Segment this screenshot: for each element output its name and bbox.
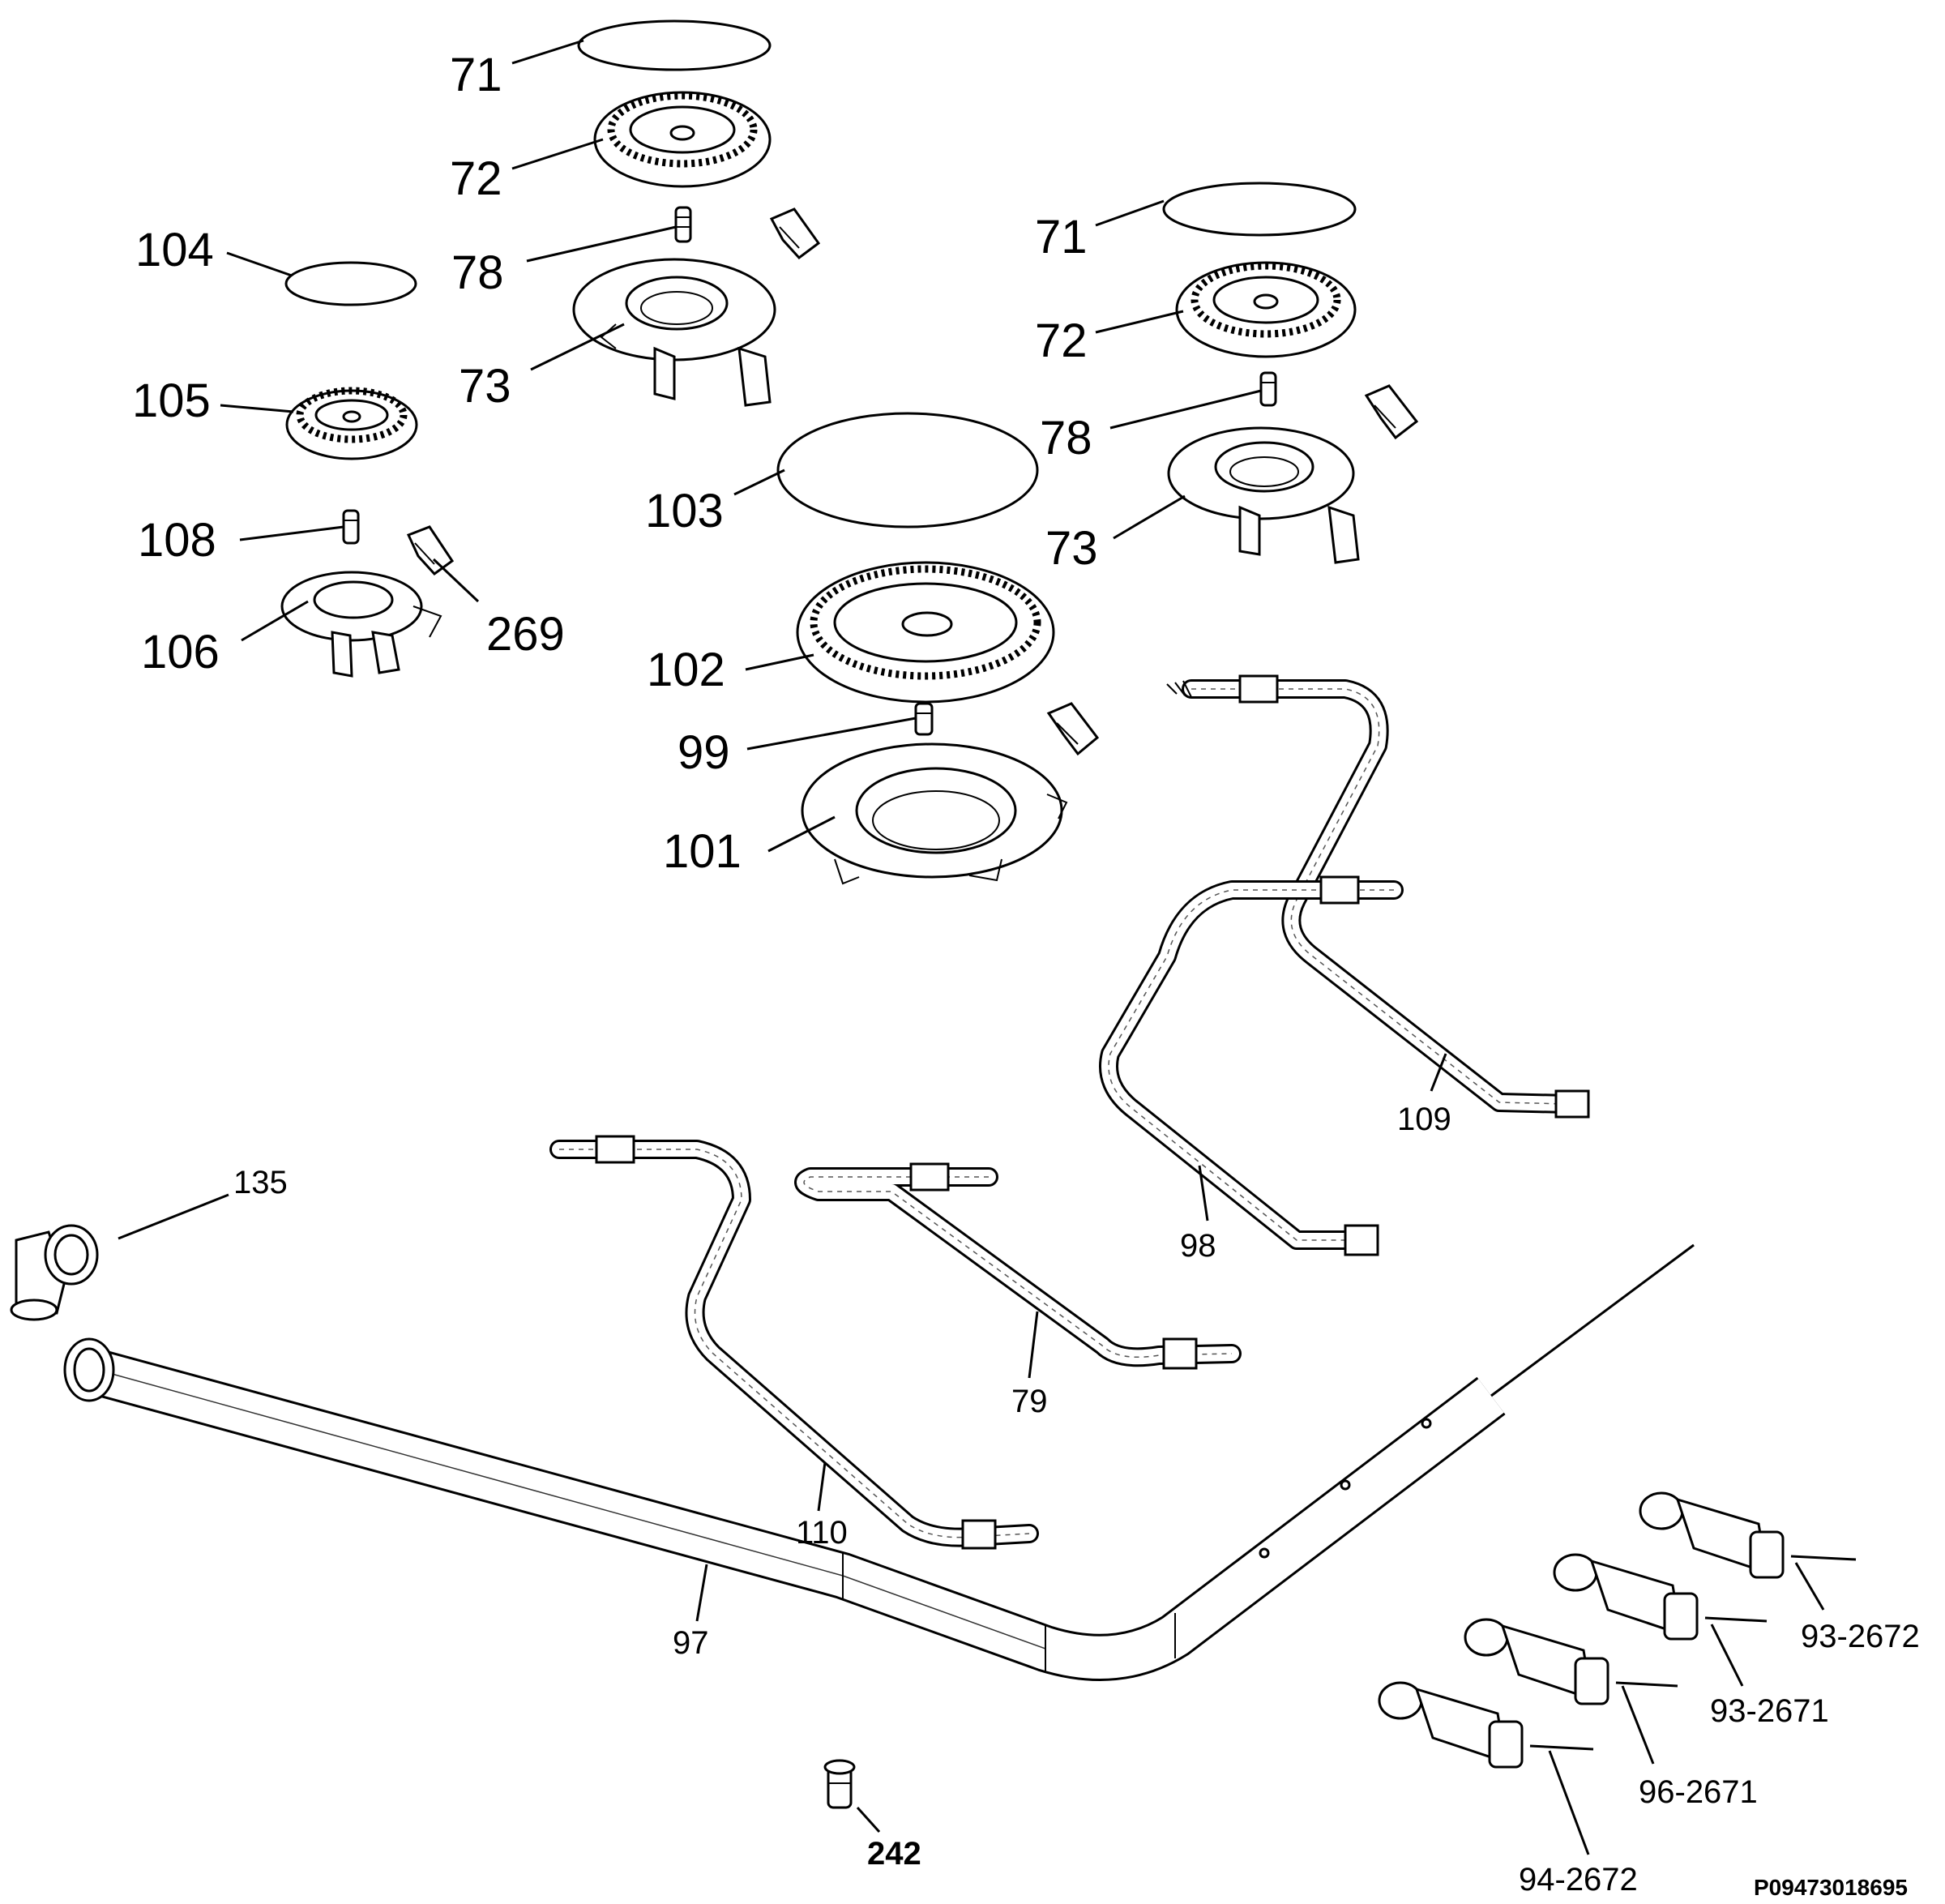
clip-icon-top (769, 208, 821, 260)
burner-base-106 (280, 571, 442, 678)
label-106: 106 (141, 626, 220, 678)
label-269: 269 (486, 608, 565, 661)
burner-crown-72-top (593, 91, 772, 188)
label-98: 98 (1180, 1228, 1216, 1264)
burner-cap-104 (284, 261, 417, 306)
label-93-2672: 93-2672 (1801, 1619, 1920, 1654)
label-103: 103 (645, 485, 724, 537)
burner-base-73-top (572, 258, 776, 407)
label-79: 79 (1011, 1384, 1048, 1419)
label-73-right: 73 (1045, 522, 1098, 575)
label-78-top: 78 (451, 246, 504, 299)
label-101: 101 (663, 825, 742, 878)
label-242: 242 (867, 1836, 921, 1872)
label-109: 109 (1397, 1102, 1451, 1137)
clip-269 (406, 525, 455, 576)
label-72-top: 72 (450, 152, 502, 205)
label-93-2671: 93-2671 (1710, 1693, 1829, 1729)
injector-78-top (674, 206, 692, 243)
label-135: 135 (233, 1165, 288, 1200)
gas-tube-98 (1099, 875, 1404, 1256)
label-104: 104 (135, 224, 214, 276)
drawing-code: P09473018695 (1754, 1875, 1908, 1900)
gas-valve-96-2671 (1464, 1618, 1678, 1705)
injector-108 (342, 509, 360, 545)
label-72-right: 72 (1035, 314, 1088, 367)
burner-crown-72-right (1175, 261, 1357, 358)
label-105: 105 (132, 374, 211, 427)
gas-tube-110 (549, 1135, 1039, 1550)
label-102: 102 (647, 644, 725, 696)
main-gas-pipe-97 (63, 1243, 1695, 1681)
label-94-2672: 94-2672 (1519, 1862, 1638, 1898)
gas-valve-93-2672 (1639, 1491, 1857, 1579)
gas-tube-79 (794, 1162, 1242, 1370)
label-71-top: 71 (450, 49, 502, 101)
burner-cap-103 (776, 412, 1039, 528)
label-71-right: 71 (1035, 211, 1088, 263)
part-labels: 71 72 78 73 104 105 108 106 269 103 102 … (132, 49, 1920, 1900)
burner-base-73-right (1167, 426, 1360, 564)
gas-tube-109 (1166, 674, 1590, 1119)
injector-78-right (1259, 371, 1277, 407)
fitting-242 (823, 1759, 856, 1809)
burner-base-101 (801, 742, 1068, 885)
leader-lines (118, 39, 1825, 1855)
label-110: 110 (796, 1515, 848, 1551)
gas-valve-93-2671 (1553, 1553, 1768, 1641)
burner-crown-102 (796, 561, 1055, 704)
label-97: 97 (673, 1625, 709, 1661)
label-78-right: 78 (1040, 412, 1092, 464)
label-99: 99 (678, 726, 730, 779)
clip-icon-right (1364, 384, 1419, 440)
burner-cap-71-right (1162, 182, 1357, 237)
label-73-top: 73 (459, 360, 511, 413)
label-96-2671: 96-2671 (1639, 1774, 1758, 1810)
burner-crown-105 (285, 387, 418, 460)
elbow-fitting-135 (10, 1224, 99, 1321)
burner-cap-71-top (577, 19, 772, 71)
clip-icon-center (1046, 702, 1100, 756)
gas-valve-94-2672 (1378, 1681, 1594, 1769)
label-108: 108 (138, 514, 216, 567)
injector-99 (914, 702, 934, 736)
